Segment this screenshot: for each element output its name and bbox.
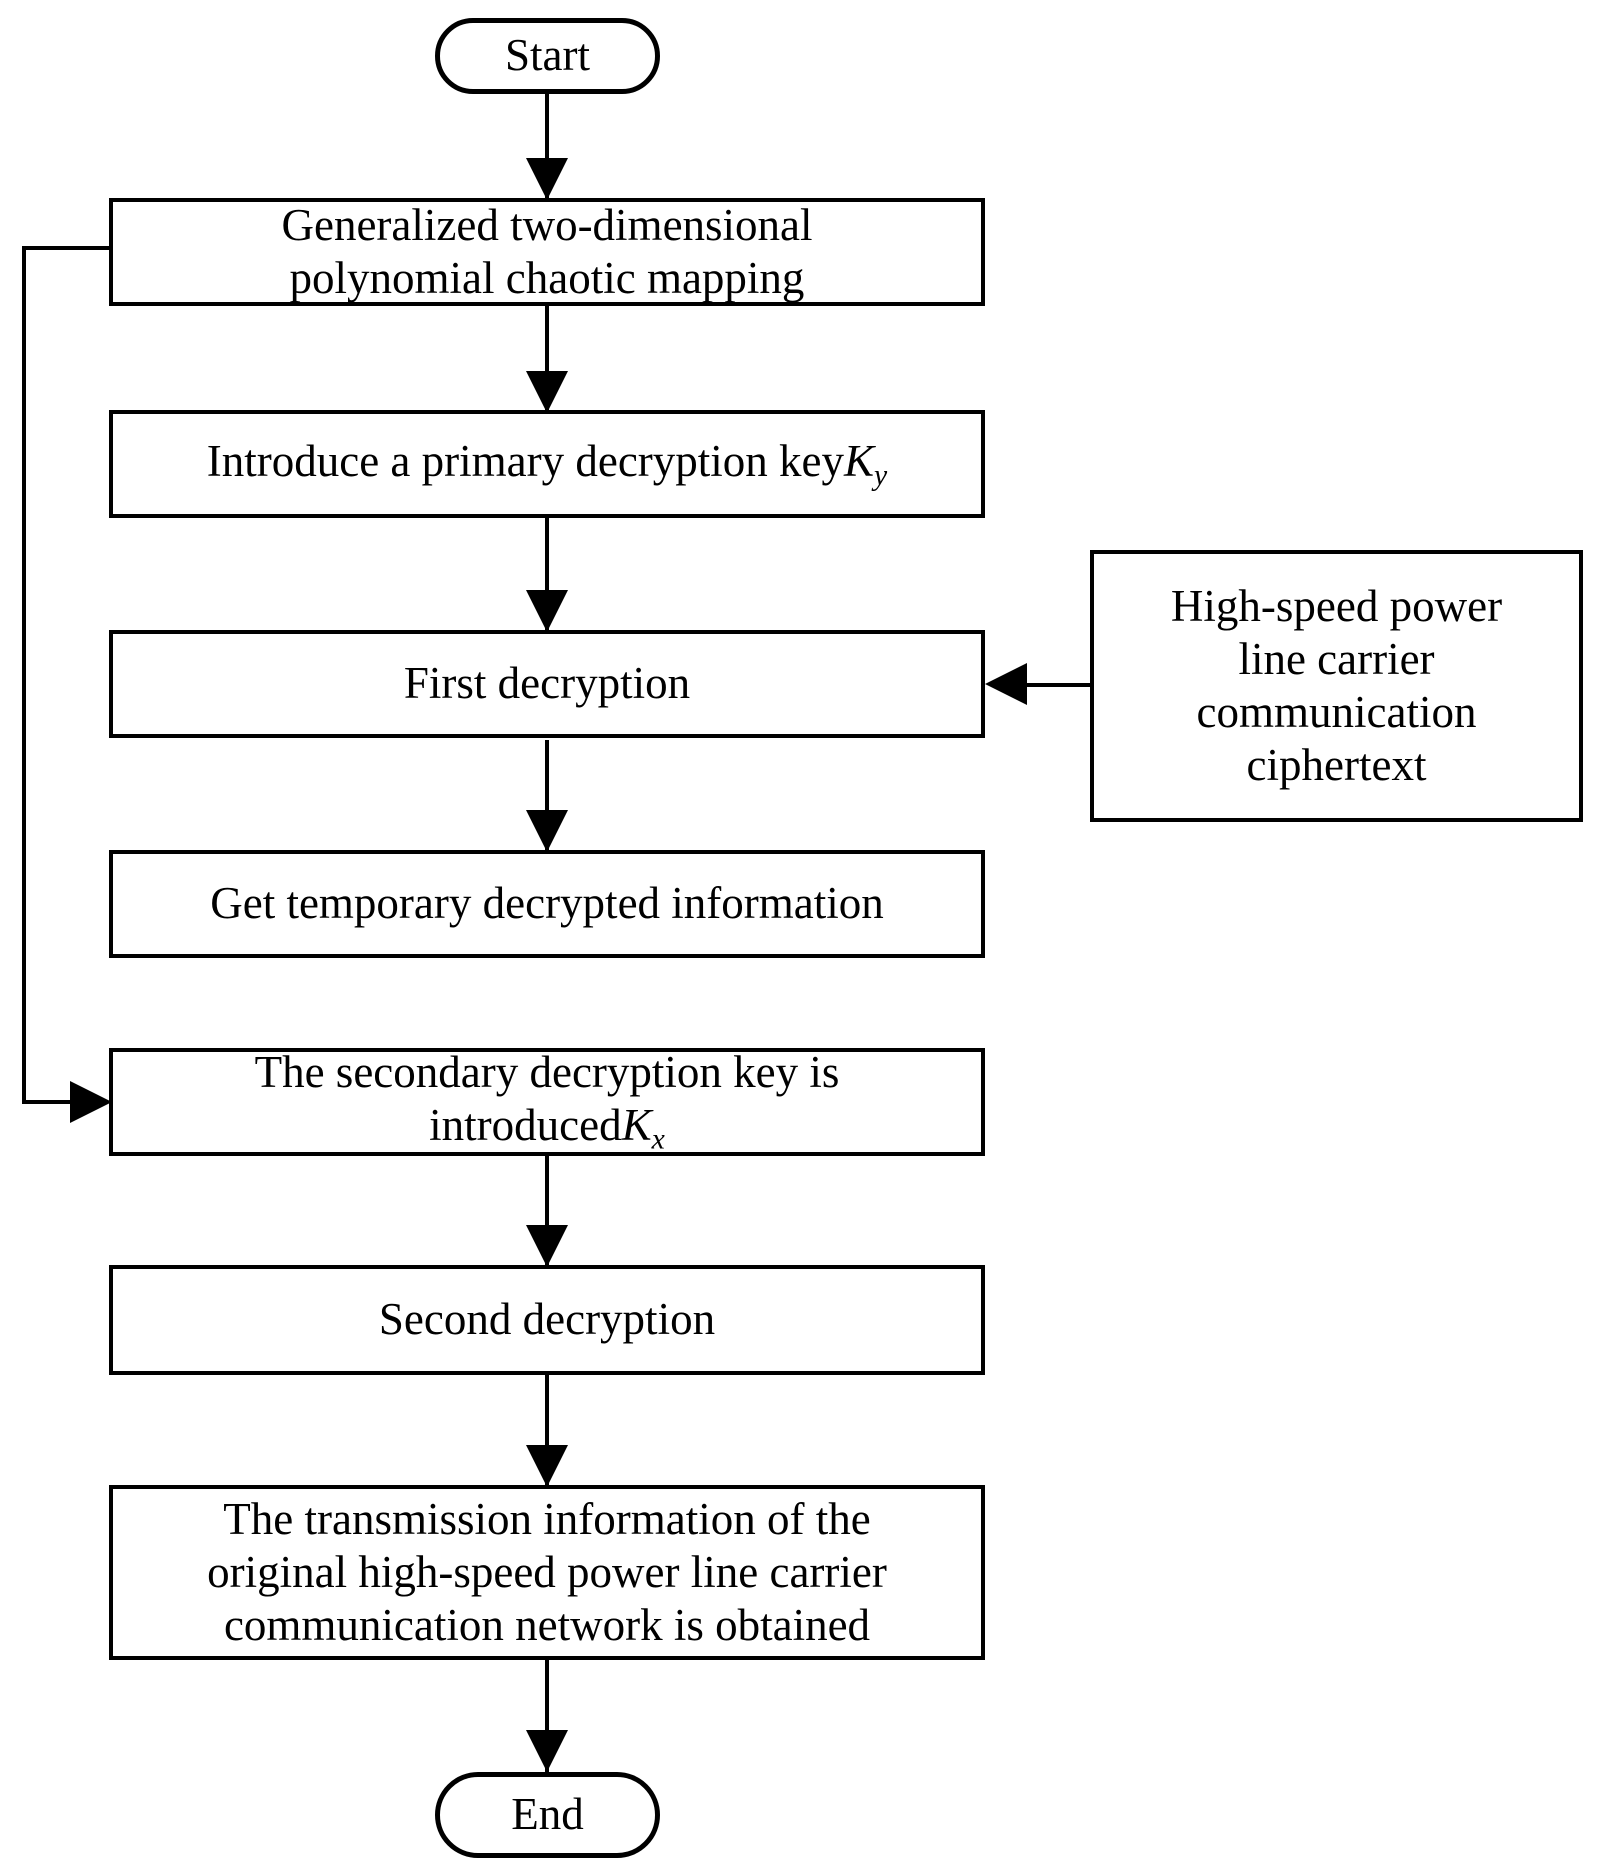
node-second-decryption-label: Second decryption xyxy=(378,1294,716,1345)
edge-first-decryption-to-temporary-info-arrowhead xyxy=(526,810,568,852)
edge-start-to-chaotic-mapping-line xyxy=(545,92,549,202)
node-primary-key-label: Introduce a primary decryption keyKy xyxy=(113,435,981,493)
node-end[interactable]: End xyxy=(435,1772,660,1858)
edge-second-decryption-to-original-info-line xyxy=(545,1375,549,1489)
node-temporary-info[interactable]: Get temporary decrypted information xyxy=(109,850,985,958)
edge-secondary-key-to-second-decryption-line xyxy=(545,1155,549,1269)
node-first-decryption[interactable]: First decryption xyxy=(109,630,985,738)
edge-secondary-key-to-second-decryption-arrowhead xyxy=(526,1225,568,1267)
node-secondary-key-line1: The secondary decryption key is xyxy=(254,1047,840,1098)
node-chaotic-mapping-label: Generalized two-dimensional polynomial c… xyxy=(281,199,813,303)
edge-first-decryption-to-temporary-info-line xyxy=(545,740,549,854)
node-ciphertext-input[interactable]: High-speed power line carrier communicat… xyxy=(1090,550,1583,822)
edge-start-to-chaotic-mapping-arrowhead xyxy=(526,158,568,200)
feedback-edge-bottom-segment xyxy=(22,1100,90,1104)
feedback-edge-vertical-segment xyxy=(22,246,26,1104)
edge-ciphertext-to-first-decryption-line xyxy=(1000,683,1092,687)
edge-ciphertext-to-first-decryption-arrowhead xyxy=(985,663,1027,705)
node-chaotic-mapping[interactable]: Generalized two-dimensional polynomial c… xyxy=(109,198,985,306)
edge-primary-key-to-first-decryption-arrowhead xyxy=(526,590,568,632)
node-end-label: End xyxy=(511,1789,584,1840)
node-primary-key[interactable]: Introduce a primary decryption keyKy xyxy=(109,410,985,518)
node-primary-key-text: Introduce a primary decryption key xyxy=(206,435,845,486)
node-first-decryption-label: First decryption xyxy=(403,658,691,709)
node-start[interactable]: Start xyxy=(435,18,660,94)
edge-original-info-to-end-line xyxy=(545,1660,549,1776)
edge-original-info-to-end-arrowhead xyxy=(526,1730,568,1772)
node-original-info-label: The transmission information of the orig… xyxy=(207,1493,887,1651)
edge-primary-key-to-first-decryption-line xyxy=(545,518,549,632)
feedback-edge-top-segment xyxy=(22,246,113,250)
edge-chaotic-mapping-to-primary-key-line xyxy=(545,305,549,415)
node-start-label: Start xyxy=(505,30,590,81)
key-symbol-ky-subscript: y xyxy=(874,459,888,492)
key-symbol-ky: Ky xyxy=(844,435,887,491)
key-symbol-kx: Kx xyxy=(621,1100,665,1155)
node-second-decryption[interactable]: Second decryption xyxy=(109,1265,985,1375)
node-original-info[interactable]: The transmission information of the orig… xyxy=(109,1485,985,1660)
feedback-edge-arrowhead xyxy=(70,1081,112,1123)
edge-chaotic-mapping-to-primary-key-arrowhead xyxy=(526,371,568,413)
key-symbol-kx-subscript: x xyxy=(651,1123,665,1156)
node-ciphertext-input-label: High-speed power line carrier communicat… xyxy=(1170,580,1503,791)
node-temporary-info-label: Get temporary decrypted information xyxy=(210,878,884,929)
key-symbol-ky-letter: K xyxy=(844,435,875,486)
edge-second-decryption-to-original-info-arrowhead xyxy=(526,1445,568,1487)
node-secondary-key-line2: introduced xyxy=(429,1100,622,1151)
key-symbol-kx-letter: K xyxy=(621,1100,652,1151)
